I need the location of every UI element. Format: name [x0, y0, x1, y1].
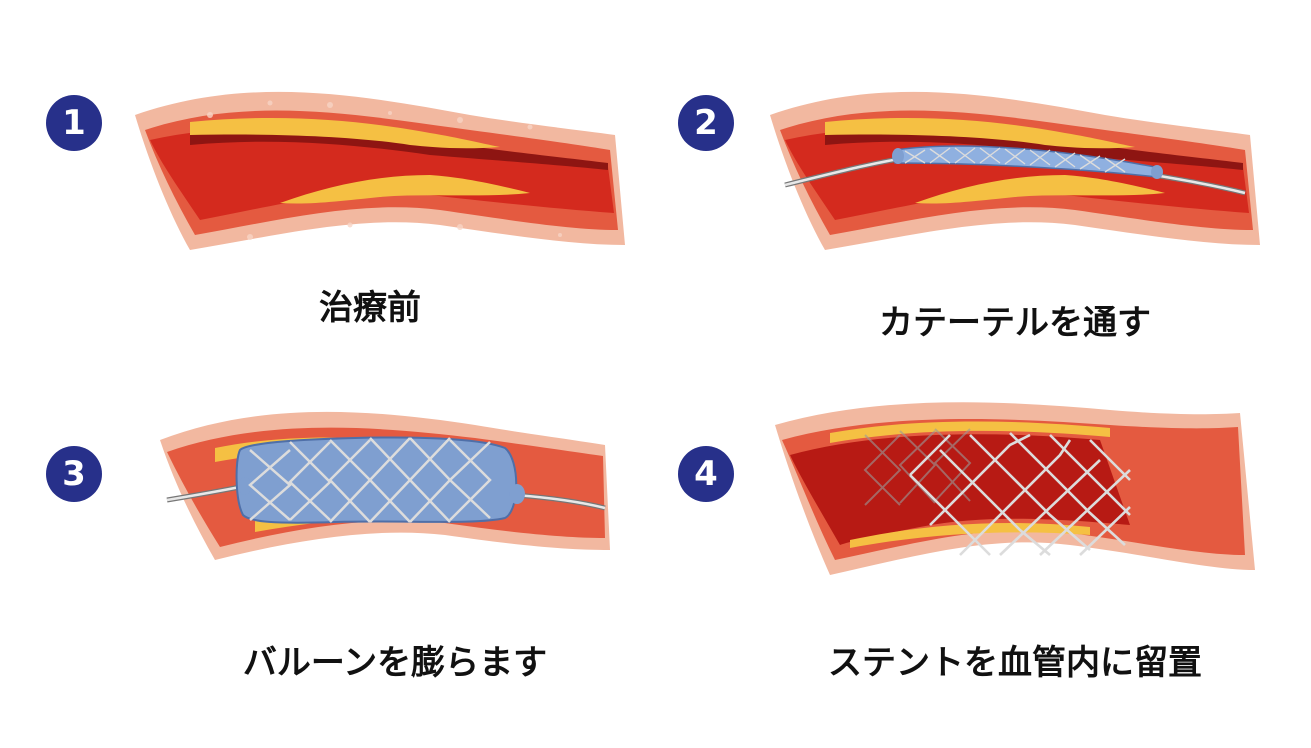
- artery-balloon-icon: [160, 411, 610, 560]
- step-4-number-badge: 4: [678, 446, 734, 502]
- step-2-number-badge: 2: [678, 95, 734, 151]
- step-3-caption: バルーンを膨らます: [242, 643, 548, 683]
- step-3-number-badge: 3: [46, 446, 102, 502]
- artery-stent-icon: [775, 402, 1255, 575]
- artery-with-plaque-icon: [135, 91, 625, 250]
- step-2-caption: カテーテルを通す: [879, 303, 1151, 343]
- step-4-caption: ステントを血管内に留置: [828, 643, 1202, 683]
- step-1-caption: 治療前: [319, 288, 421, 328]
- step-1-number-badge: 1: [46, 95, 102, 151]
- artery-catheter-icon: [770, 91, 1260, 250]
